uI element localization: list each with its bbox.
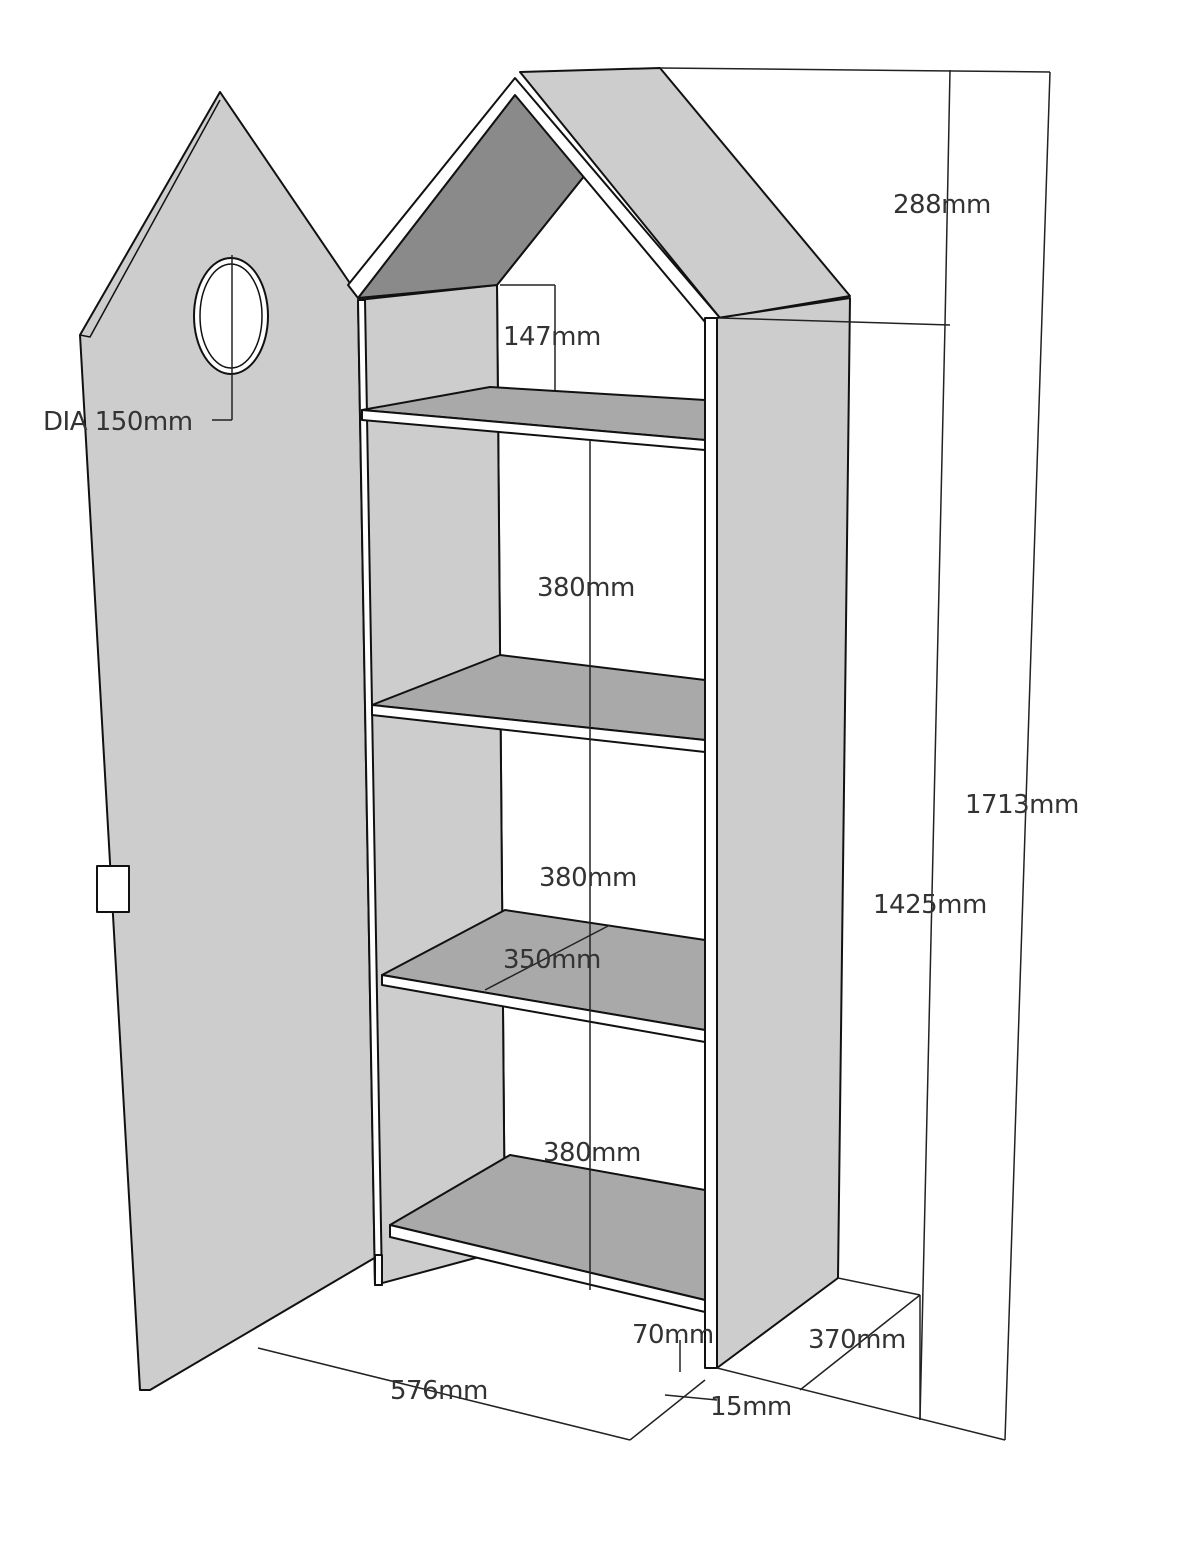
dim-thickness: 15mm	[710, 1392, 792, 1422]
dim-shelf-gap-2: 380mm	[539, 863, 637, 893]
dim-shelf-gap-1: 380mm	[537, 573, 635, 603]
shelf-3-front	[381, 974, 706, 1043]
right-front-edge	[704, 317, 718, 1369]
plinth-leg	[374, 1254, 383, 1286]
shelf-2-front	[371, 704, 706, 753]
door-edge	[79, 99, 221, 338]
dim-width: 576mm	[390, 1376, 488, 1406]
dim-plinth: 70mm	[632, 1320, 714, 1350]
shelf-4-front	[389, 1224, 706, 1313]
dimension-lines	[212, 67, 1051, 1441]
dim-shelf-depth: 350mm	[503, 945, 601, 975]
right-side-panel	[716, 297, 851, 1369]
roof-right	[519, 67, 851, 319]
dim-total-height: 1713mm	[965, 790, 1079, 820]
dim-window-diameter: DIA 150mm	[43, 407, 193, 437]
dim-shelf-gap-3: 380mm	[543, 1138, 641, 1168]
dim-top-gap: 147mm	[503, 322, 601, 352]
dim-depth: 370mm	[808, 1325, 906, 1355]
dim-body-height: 1425mm	[873, 890, 987, 920]
door-hinge	[96, 865, 130, 913]
shelf-1-front	[361, 409, 706, 451]
dim-roof-height: 288mm	[893, 190, 991, 220]
door-window-inner	[199, 263, 263, 369]
